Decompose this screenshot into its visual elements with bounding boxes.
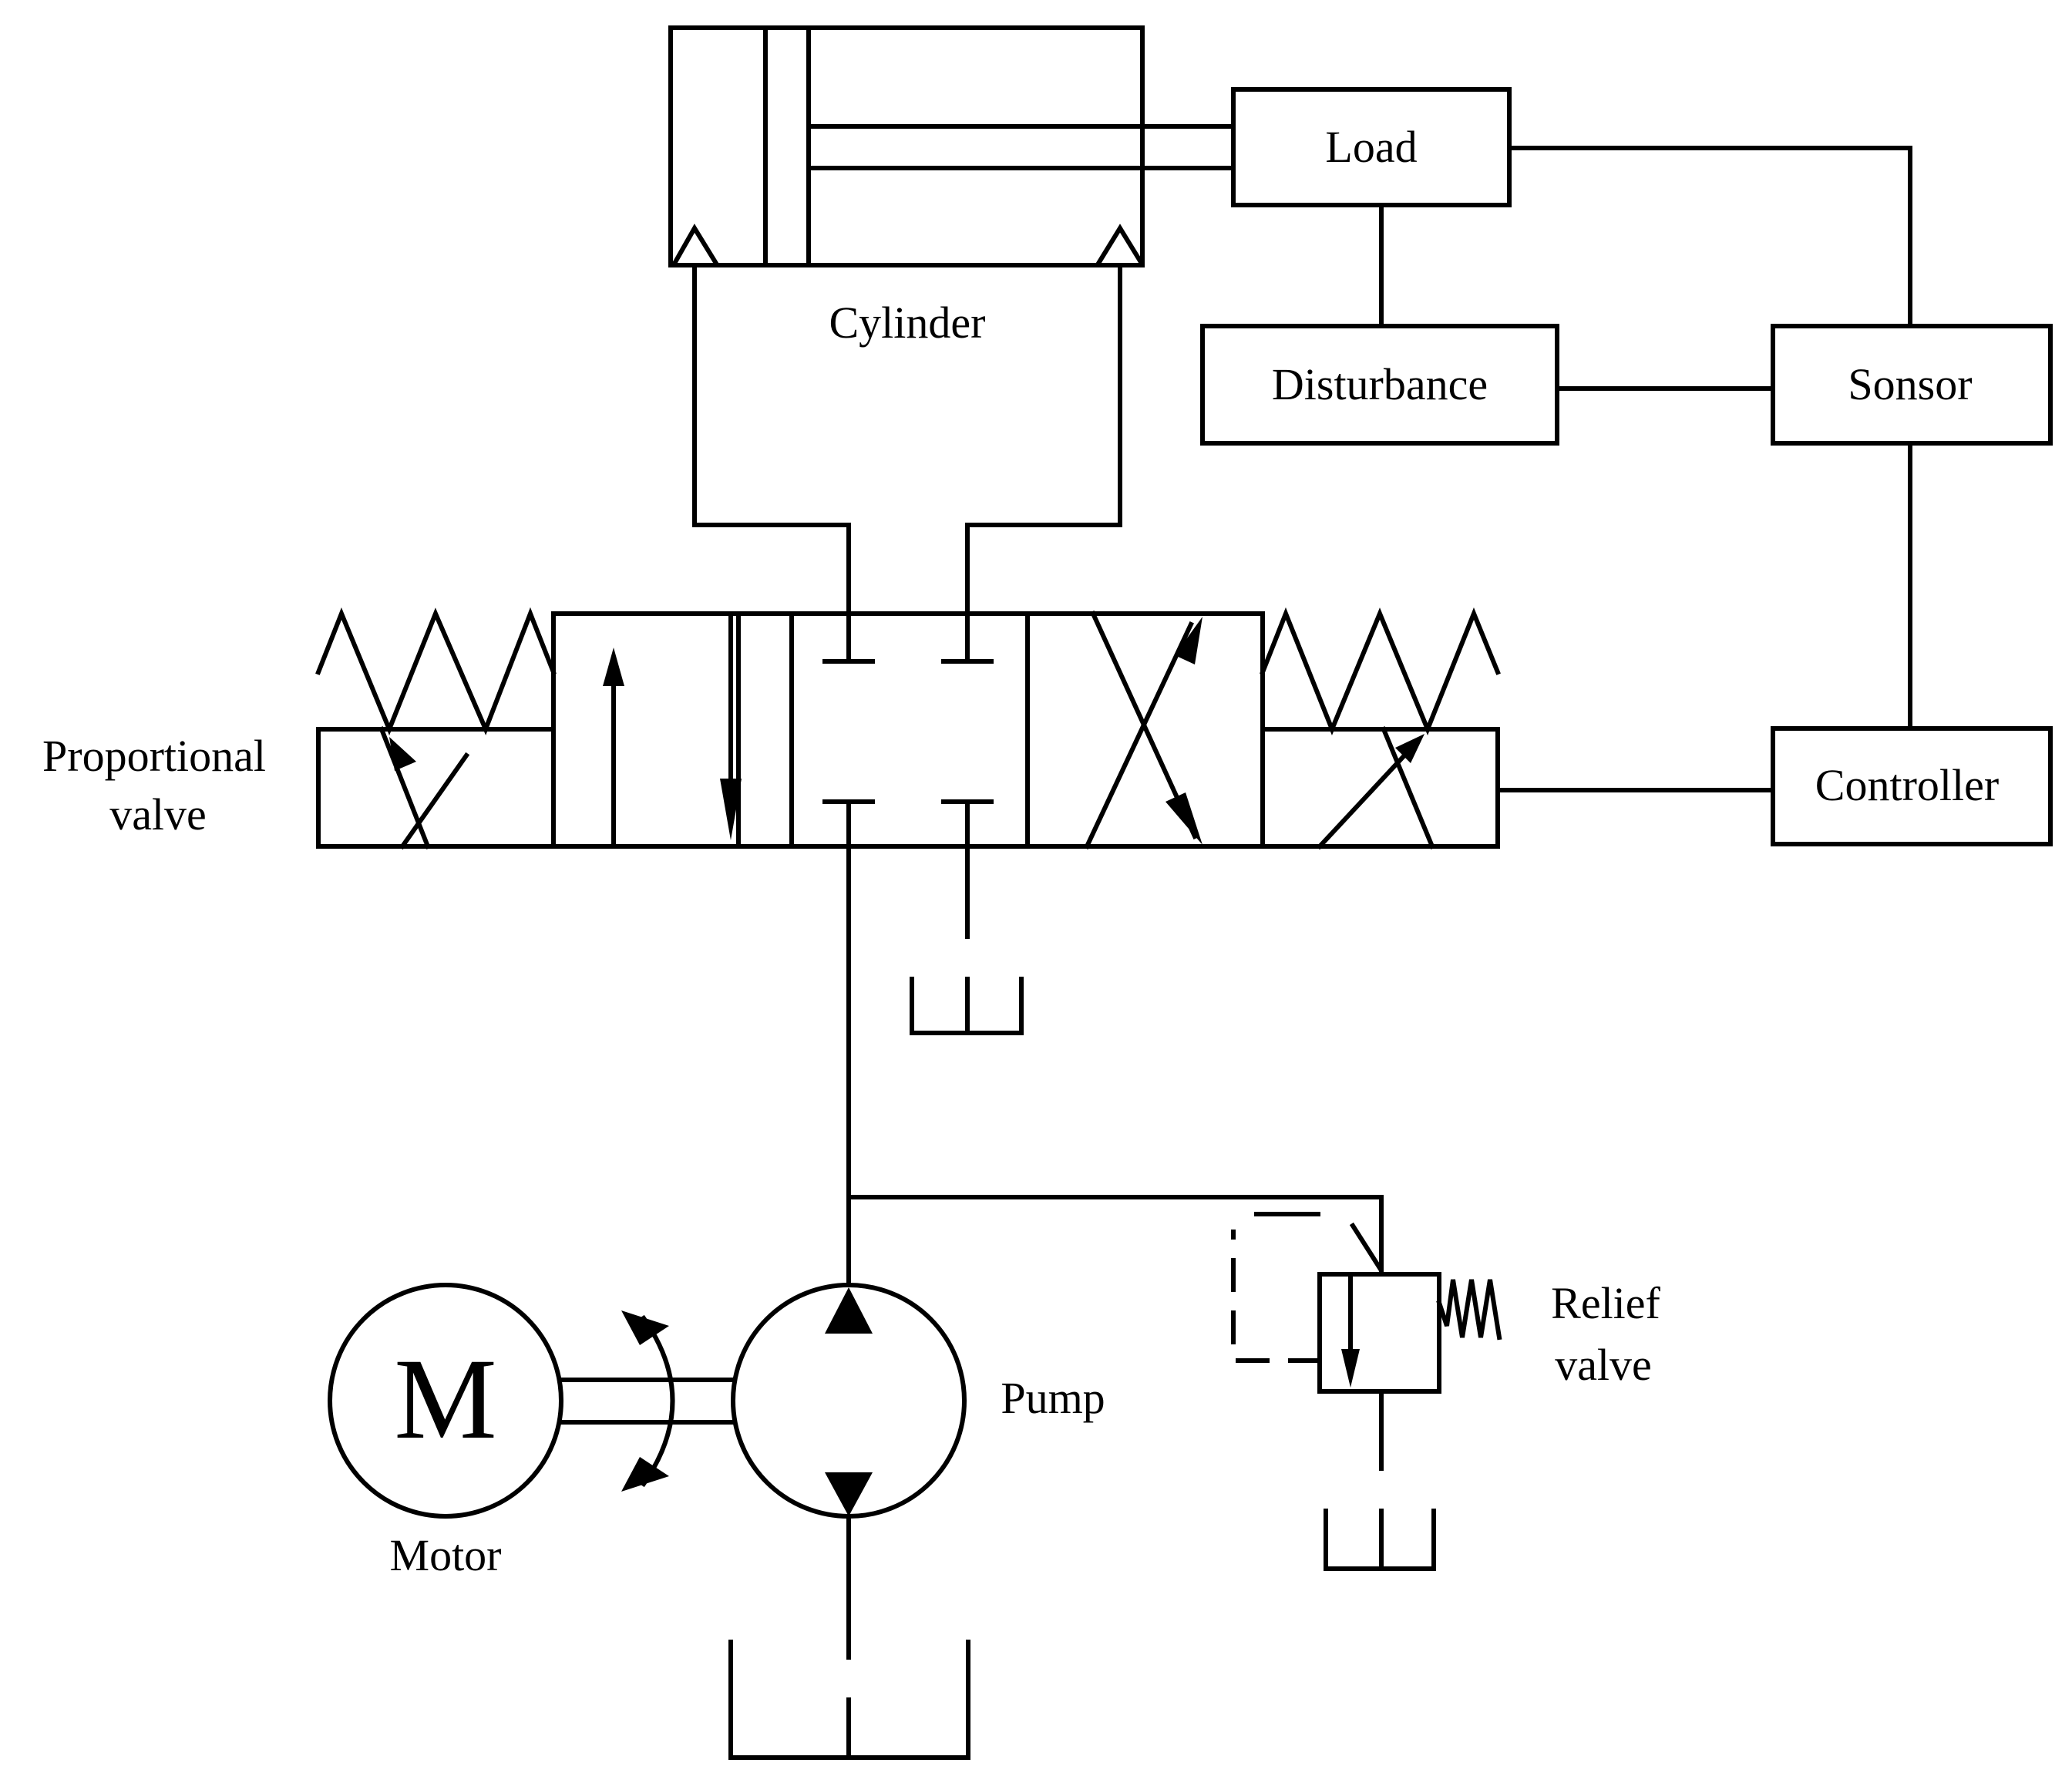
cylinder-label: Cylinder bbox=[829, 298, 986, 348]
controller-box: Controller bbox=[1771, 726, 2053, 846]
controller-label: Controller bbox=[1815, 760, 1999, 810]
load-label: Load bbox=[1325, 122, 1417, 172]
relief-valve bbox=[1231, 1212, 1502, 1571]
pump-label: Pump bbox=[1001, 1373, 1105, 1423]
cylinder bbox=[668, 25, 1236, 267]
motor-symbol: M bbox=[394, 1335, 496, 1463]
disturbance-box: Disturbance bbox=[1200, 324, 1559, 446]
sensor-box: Sonsor bbox=[1771, 324, 2053, 446]
proportional-valve-label-2: valve bbox=[109, 789, 207, 839]
valve-tank bbox=[910, 844, 1024, 1035]
pump bbox=[728, 1283, 970, 1760]
relief-valve-label-2: valve bbox=[1555, 1340, 1652, 1390]
sensor-label: Sonsor bbox=[1848, 359, 1972, 409]
disturbance-label: Disturbance bbox=[1272, 359, 1488, 409]
motor: M bbox=[328, 1283, 735, 1519]
load-box: Load bbox=[1231, 87, 1512, 207]
relief-valve-label-1: Relief bbox=[1551, 1278, 1660, 1328]
signal-lines bbox=[1379, 146, 1912, 792]
supply-line bbox=[846, 844, 1384, 1286]
cylinder-port-lines bbox=[692, 263, 1122, 656]
motor-label: Motor bbox=[390, 1530, 502, 1580]
proportional-valve bbox=[315, 607, 1501, 850]
proportional-valve-label-1: Proportional bbox=[42, 731, 266, 781]
